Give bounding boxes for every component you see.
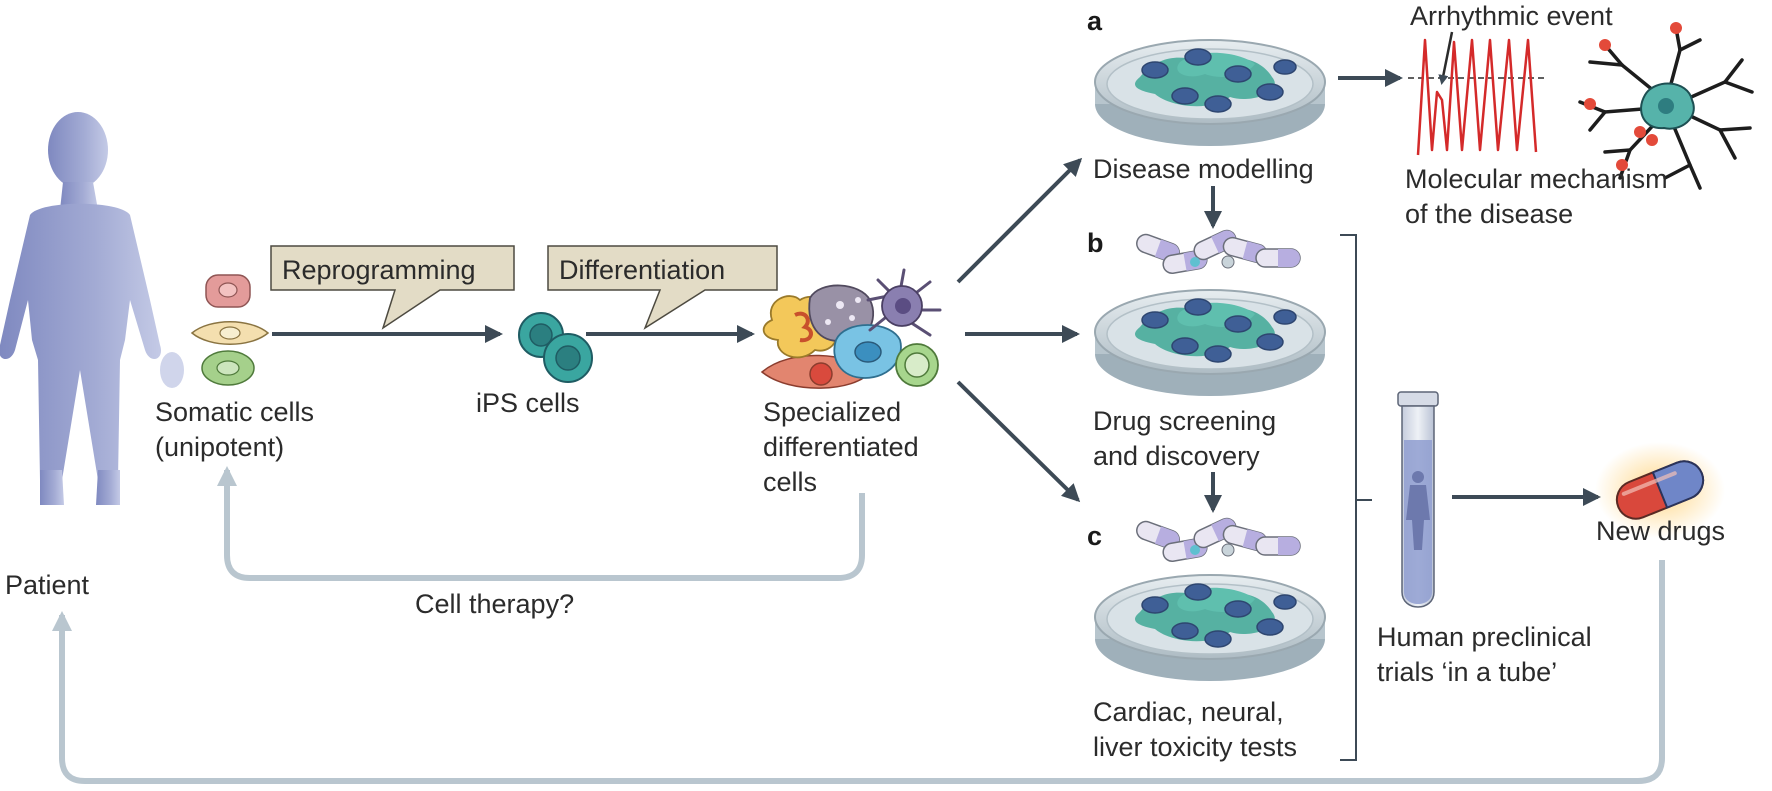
panel-a-label: a bbox=[1087, 6, 1103, 36]
patient-label: Patient bbox=[5, 570, 90, 600]
ips-cells-label: iPS cells bbox=[476, 388, 580, 418]
screening-bracket bbox=[1340, 234, 1372, 761]
reprogramming-callout: Reprogramming bbox=[270, 245, 515, 330]
toxicity-line1: Cardiac, neural, bbox=[1093, 697, 1284, 727]
arrhythmic-event-label: Arrhythmic event bbox=[1410, 1, 1613, 31]
molecular-mechanism-line1: Molecular mechanism bbox=[1405, 164, 1668, 194]
arrhythmia-trace bbox=[1408, 38, 1545, 156]
specialized-label-line2: differentiated bbox=[763, 432, 919, 462]
cell-therapy-arrow bbox=[217, 466, 865, 581]
somatic-label-line1: Somatic cells bbox=[155, 397, 314, 427]
specialized-label-line3: cells bbox=[763, 467, 817, 497]
somatic-cells-icon bbox=[190, 274, 270, 386]
differentiation-label: Differentiation bbox=[559, 255, 725, 285]
molecular-mechanism-line2: of the disease bbox=[1405, 199, 1573, 229]
drug-screening-line1: Drug screening bbox=[1093, 406, 1276, 436]
new-drugs-to-patient-arrow bbox=[52, 560, 1665, 784]
drug-capsules-b bbox=[1133, 226, 1301, 276]
test-tube-icon bbox=[1397, 391, 1439, 608]
arrhythmic-event-pointer bbox=[1438, 31, 1454, 85]
preclinical-line2: trials ‘in a tube’ bbox=[1377, 657, 1557, 687]
new-drugs-label: New drugs bbox=[1596, 516, 1725, 546]
disease-modelling-dish bbox=[1094, 39, 1326, 147]
arrow-to-toxicity-tests bbox=[956, 380, 1081, 503]
specialized-label-line1: Specialized bbox=[763, 397, 901, 427]
new-drug-pill-icon bbox=[1595, 442, 1725, 538]
specialized-cells-icon bbox=[760, 268, 942, 389]
neuron-icon bbox=[1578, 22, 1754, 190]
disease-modelling-label: Disease modelling bbox=[1093, 154, 1314, 184]
drug-screening-dish bbox=[1094, 289, 1326, 397]
arrow-to-disease-modelling bbox=[956, 157, 1083, 284]
preclinical-line1: Human preclinical bbox=[1377, 622, 1592, 652]
drug-capsules-c bbox=[1133, 514, 1301, 564]
toxicity-dish bbox=[1094, 574, 1326, 682]
differentiation-callout: Differentiation bbox=[547, 245, 778, 330]
patient-figure bbox=[0, 112, 184, 505]
ips-cells-icon bbox=[518, 312, 593, 383]
panel-c-label: c bbox=[1087, 521, 1102, 551]
cell-therapy-label: Cell therapy? bbox=[415, 589, 574, 619]
panel-b-label: b bbox=[1087, 228, 1104, 258]
reprogramming-label: Reprogramming bbox=[282, 255, 476, 285]
somatic-label-line2: (unipotent) bbox=[155, 432, 284, 462]
drug-screening-line2: and discovery bbox=[1093, 441, 1260, 471]
toxicity-line2: liver toxicity tests bbox=[1093, 732, 1297, 762]
